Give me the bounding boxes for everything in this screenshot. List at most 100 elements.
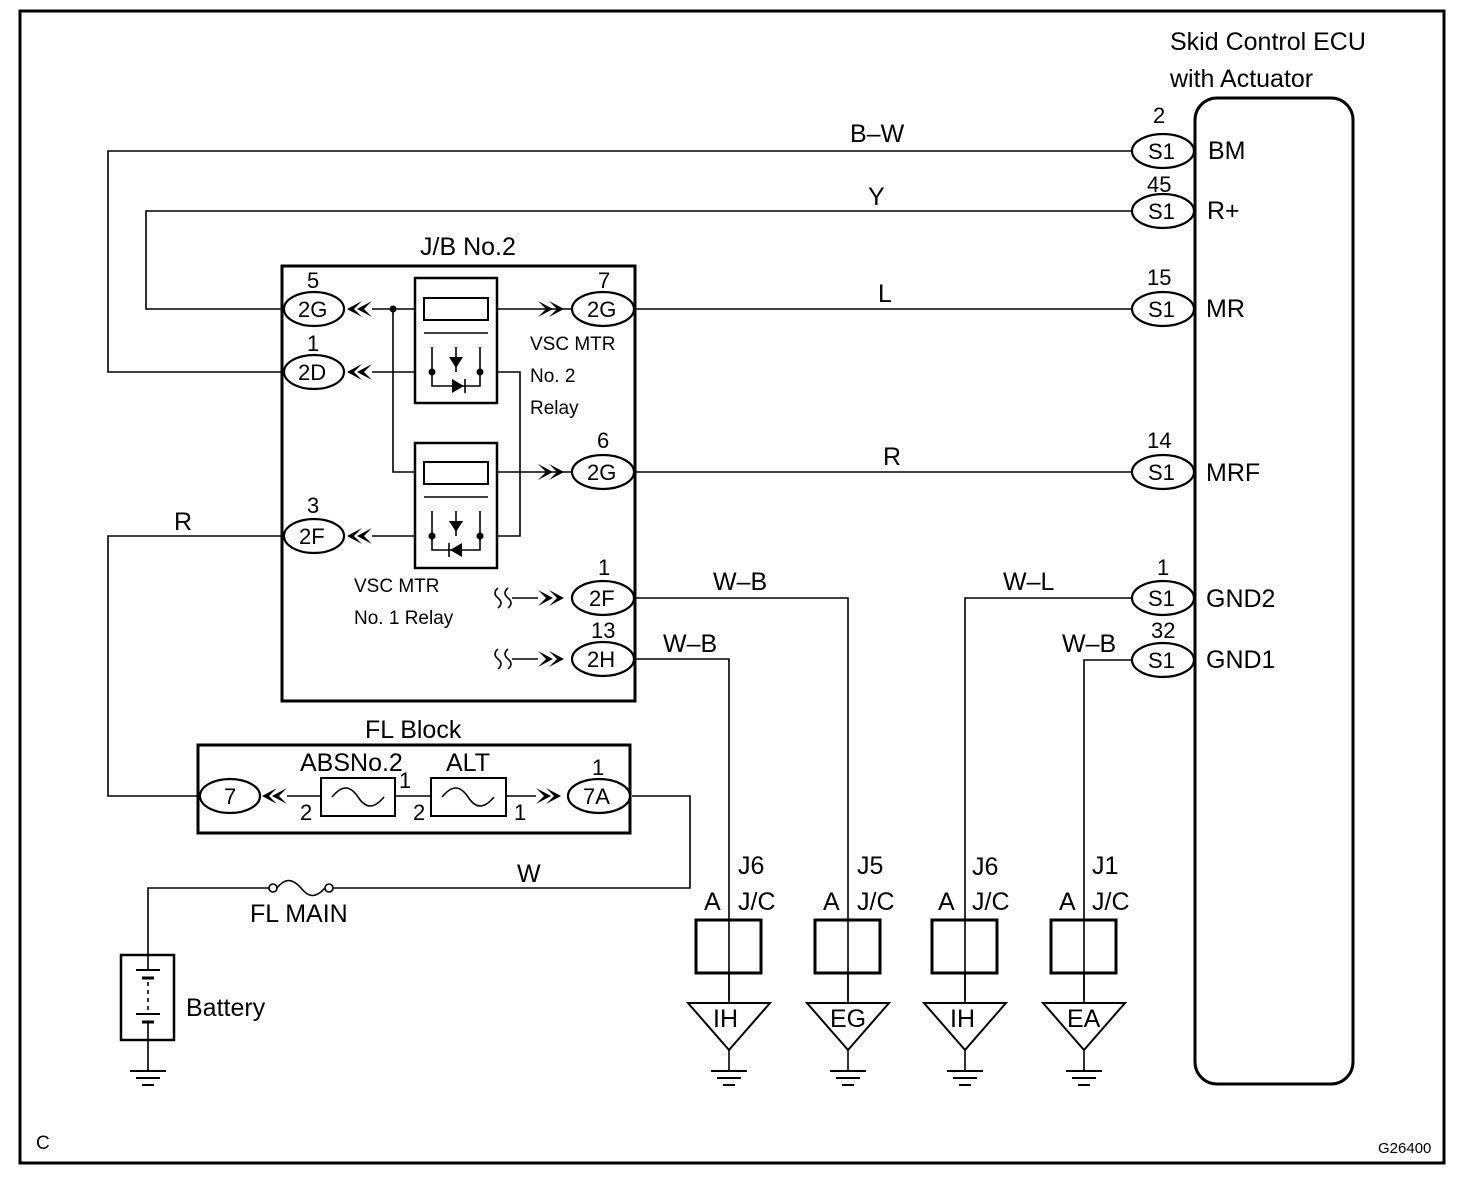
connector-arrow <box>549 651 564 667</box>
battery: Battery <box>119 953 266 1086</box>
wire-r-left <box>107 535 282 797</box>
connector-arrow <box>549 464 564 480</box>
connector-arrow <box>357 528 372 544</box>
junction-conn: A <box>1059 888 1076 916</box>
wire-w-battery <box>333 795 691 889</box>
ecu-connector-label: S1 <box>1148 586 1175 611</box>
fuse1-symbol <box>331 787 385 807</box>
jb-connector-label: 2G <box>298 297 327 322</box>
connector-arrow <box>347 364 362 380</box>
ecu-connector <box>1130 192 1196 230</box>
jb-left-connectors: 5 2G 1 2D 3 2F <box>282 268 372 555</box>
ecu-connector-label: S1 <box>1148 648 1175 673</box>
relay2-label-2: No. 2 <box>530 366 575 387</box>
jb-internal-2 <box>392 309 572 473</box>
jb-connector-label: 2D <box>298 360 326 385</box>
jb-connector <box>570 453 636 491</box>
connector-arrow <box>549 590 564 606</box>
jb-pin-num: 13 <box>591 618 615 643</box>
junction-id: J6 <box>738 852 764 880</box>
junction-id: J1 <box>1092 852 1118 880</box>
junction-id: J5 <box>857 852 883 880</box>
wire-wb-gnd1 <box>1083 659 1133 1000</box>
jb-node <box>389 305 397 313</box>
relay-node <box>476 532 484 540</box>
fl-main-symbol <box>276 879 326 897</box>
ecu-connector <box>1130 453 1196 491</box>
relay2-label-3: Relay <box>530 398 579 419</box>
relay-node <box>428 532 436 540</box>
ground-label: EA <box>1067 1005 1101 1033</box>
fl-connector-right-num: 1 <box>592 755 604 780</box>
fl-connector-right <box>566 777 632 815</box>
wires <box>107 150 1133 1070</box>
junction-type: J/C <box>972 888 1010 916</box>
jb-title: J/B No.2 <box>420 233 516 261</box>
outer-frame <box>18 9 1446 1165</box>
fuse2-pin-right: 1 <box>514 800 526 825</box>
jb-connector <box>570 579 636 617</box>
wire-bw-bm <box>107 150 1133 373</box>
ecu-pin-num: 15 <box>1147 265 1171 290</box>
fl-main: FL MAIN <box>250 879 348 928</box>
fl-main-label: FL MAIN <box>250 900 348 928</box>
battery-label: Battery <box>186 994 266 1022</box>
junction-id: J6 <box>972 853 998 881</box>
relay-node <box>476 368 484 376</box>
wire-label-r-left: R <box>174 508 192 536</box>
corner-letter: C <box>36 1133 50 1154</box>
jb-pin-num: 7 <box>598 268 610 293</box>
jb-pin-num: 6 <box>597 428 609 453</box>
ecu-pin-num: 32 <box>1151 618 1175 643</box>
relay-no1: VSC MTR No. 1 Relay <box>354 441 499 629</box>
junction-2: J5 A J/C EG <box>804 852 895 1086</box>
relay-no2: VSC MTR No. 2 Relay <box>389 276 616 419</box>
jb-pin-num: 5 <box>307 268 319 293</box>
wire-wb-2f <box>635 597 849 1000</box>
jb-connector-label: 2H <box>587 647 615 672</box>
ecu-pin-num: 1 <box>1157 555 1169 580</box>
junction-4: J1 A J/C EA <box>1040 852 1130 1086</box>
fl-main-terminal <box>268 883 278 893</box>
fl-block: FL Block 7 ABSNo.2 2 1 ALT 2 1 1 7A <box>196 716 632 835</box>
jb-connector-label: 2G <box>587 297 616 322</box>
fuse2-symbol <box>441 787 495 807</box>
ecu-connector-label: S1 <box>1148 297 1175 322</box>
connector-arrow <box>538 651 553 667</box>
ecu-connector <box>1130 290 1196 328</box>
relay1-label-1: VSC MTR <box>354 576 440 597</box>
jb-box <box>280 264 637 703</box>
relay-coil <box>423 297 489 321</box>
wire-label-wb-2f: W–B <box>713 568 767 596</box>
ecu-pin-name: GND1 <box>1206 646 1275 674</box>
ecu-pin-num: 14 <box>1147 428 1171 453</box>
wire-battery-top <box>147 887 270 955</box>
connector-arrow <box>538 590 553 606</box>
ecu-connector <box>1130 579 1196 617</box>
junction-type: J/C <box>738 888 776 916</box>
relay-diode <box>452 379 464 393</box>
relay2-label-1: VSC MTR <box>530 334 616 355</box>
connector-arrow <box>536 788 551 804</box>
wire-label-w: W <box>517 860 541 888</box>
relay-coil <box>423 461 489 485</box>
jb-connector <box>570 640 636 678</box>
junction-conn: A <box>938 888 955 916</box>
wire-wl-gnd2 <box>964 597 1133 1000</box>
junction-conn: A <box>823 888 840 916</box>
jb-pin-num: 1 <box>598 555 610 580</box>
jb-pin-num: 3 <box>307 493 319 518</box>
connector-arrow <box>357 301 372 317</box>
fuse2-pin-left: 2 <box>413 800 425 825</box>
wire-wb-2h <box>635 658 730 1000</box>
junction-type: J/C <box>1092 888 1130 916</box>
ecu-connector <box>1130 641 1196 679</box>
ecu-body <box>1193 96 1355 1086</box>
connector-arrow <box>538 301 553 317</box>
connector-arrow <box>357 364 372 380</box>
relay-node <box>428 368 436 376</box>
connector-arrow <box>262 788 277 804</box>
ecu-pin-name: GND2 <box>1206 585 1275 613</box>
jb-pin-num: 1 <box>307 331 319 356</box>
wire-y-rplus <box>145 210 1133 310</box>
